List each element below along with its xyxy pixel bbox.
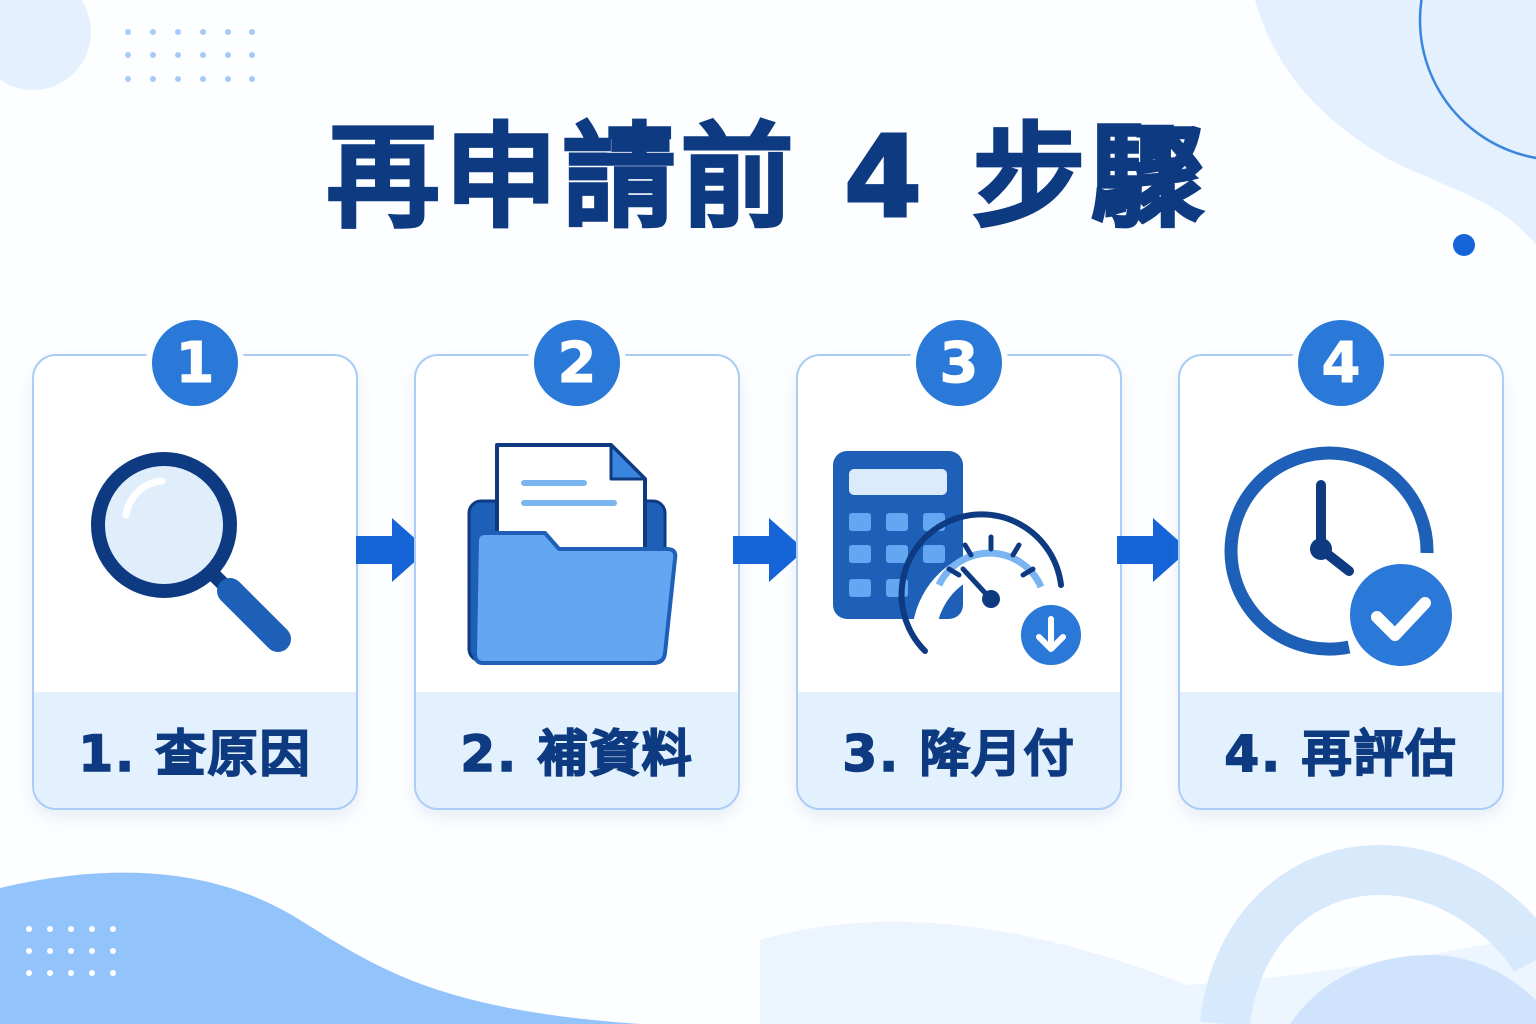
step-card-2: 2 2. 補資料 [414, 314, 740, 810]
step-label-band: 1. 查原因 [34, 692, 356, 808]
step-label: 3. 降月付 [842, 724, 1076, 784]
step-card-3: 3 [796, 314, 1122, 810]
arrow-right-icon [1117, 518, 1189, 582]
arrow-right-icon [356, 518, 428, 582]
decor-arc-inner [1290, 955, 1536, 1024]
step-card-1: 1 1. 查原因 [32, 314, 358, 810]
magnifier-icon [91, 452, 291, 652]
folder-document-icon [467, 443, 678, 665]
decor-dot-grid-top [125, 29, 255, 82]
page-title: 再申請前 4 步驟 [326, 112, 1209, 245]
calculator-gauge-icon [833, 451, 1085, 669]
step-number-badge: 2 [528, 314, 626, 412]
step-label: 4. 再評估 [1224, 724, 1458, 784]
decor-dot-grid-bottom [26, 926, 116, 976]
decor-arc-outer [1200, 844, 1536, 1024]
decor-circle-top-left [0, 0, 91, 90]
arrow-right-icon [733, 518, 805, 582]
step-label-band: 4. 再評估 [1180, 692, 1502, 808]
decor-wave-light [760, 921, 1280, 1024]
step-number-badge: 3 [910, 314, 1008, 412]
step-card-4: 4 4. 再評估 [1178, 314, 1504, 810]
step-label: 2. 補資料 [460, 724, 694, 784]
step-number-badge: 1 [146, 314, 244, 412]
step-label: 1. 查原因 [78, 724, 312, 784]
step-label-band: 2. 補資料 [416, 692, 738, 808]
step-number-badge: 4 [1292, 314, 1390, 412]
decor-wave-light-2 [1000, 935, 1536, 1024]
step-label-band: 3. 降月付 [798, 692, 1120, 808]
clock-check-icon [1224, 446, 1458, 671]
decor-wave-main [0, 872, 640, 1024]
